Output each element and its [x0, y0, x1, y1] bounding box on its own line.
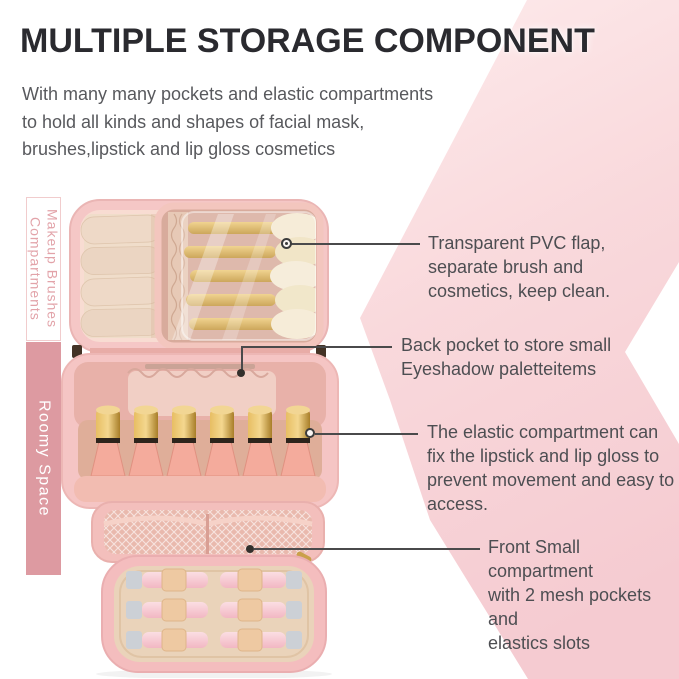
sidebar-roomy-bar: Roomy Space	[26, 342, 61, 575]
bag-front-compartment-mesh	[91, 501, 325, 563]
callout-text-back-pocket: Back pocket to store small Eyeshadow pal…	[401, 335, 612, 379]
callout-line-front-compartment	[254, 548, 480, 550]
callout-text-elastic-compartment: The elastic compartment can fix the lips…	[427, 422, 675, 514]
sidebar-roomy-label: Roomy Space	[35, 400, 53, 517]
sidebar-compartments-bar: Makeup Brushes Compartments	[26, 197, 61, 341]
callout-line-back-pocket	[241, 346, 392, 348]
bag-lid-brush-compartment	[69, 199, 329, 353]
page-subtitle: With many many pockets and elastic compa…	[22, 84, 434, 159]
callout-text-pvc-flap: Transparent PVC flap, separate brush and…	[428, 233, 611, 301]
bag-front-flap-elastic-slots	[96, 555, 332, 678]
callout-dot-front-compartment	[246, 545, 254, 553]
callout-dot-pvc-flap	[281, 238, 292, 249]
callout-line-pvc-flap	[290, 243, 420, 245]
bag-main-compartment	[61, 353, 339, 509]
page-title: MULTIPLE STORAGE COMPONENT	[20, 22, 595, 60]
callout-dot-elastic-compartment	[305, 428, 315, 438]
callout-dot-back-pocket	[237, 369, 245, 377]
sidebar-compartments-label: Makeup Brushes Compartments	[27, 209, 61, 329]
callout-line-elastic-compartment	[315, 433, 418, 435]
callout-text-front-compartment: Front Small compartment with 2 mesh pock…	[488, 537, 652, 653]
callout-line-back-pocket-vertical	[241, 346, 243, 374]
